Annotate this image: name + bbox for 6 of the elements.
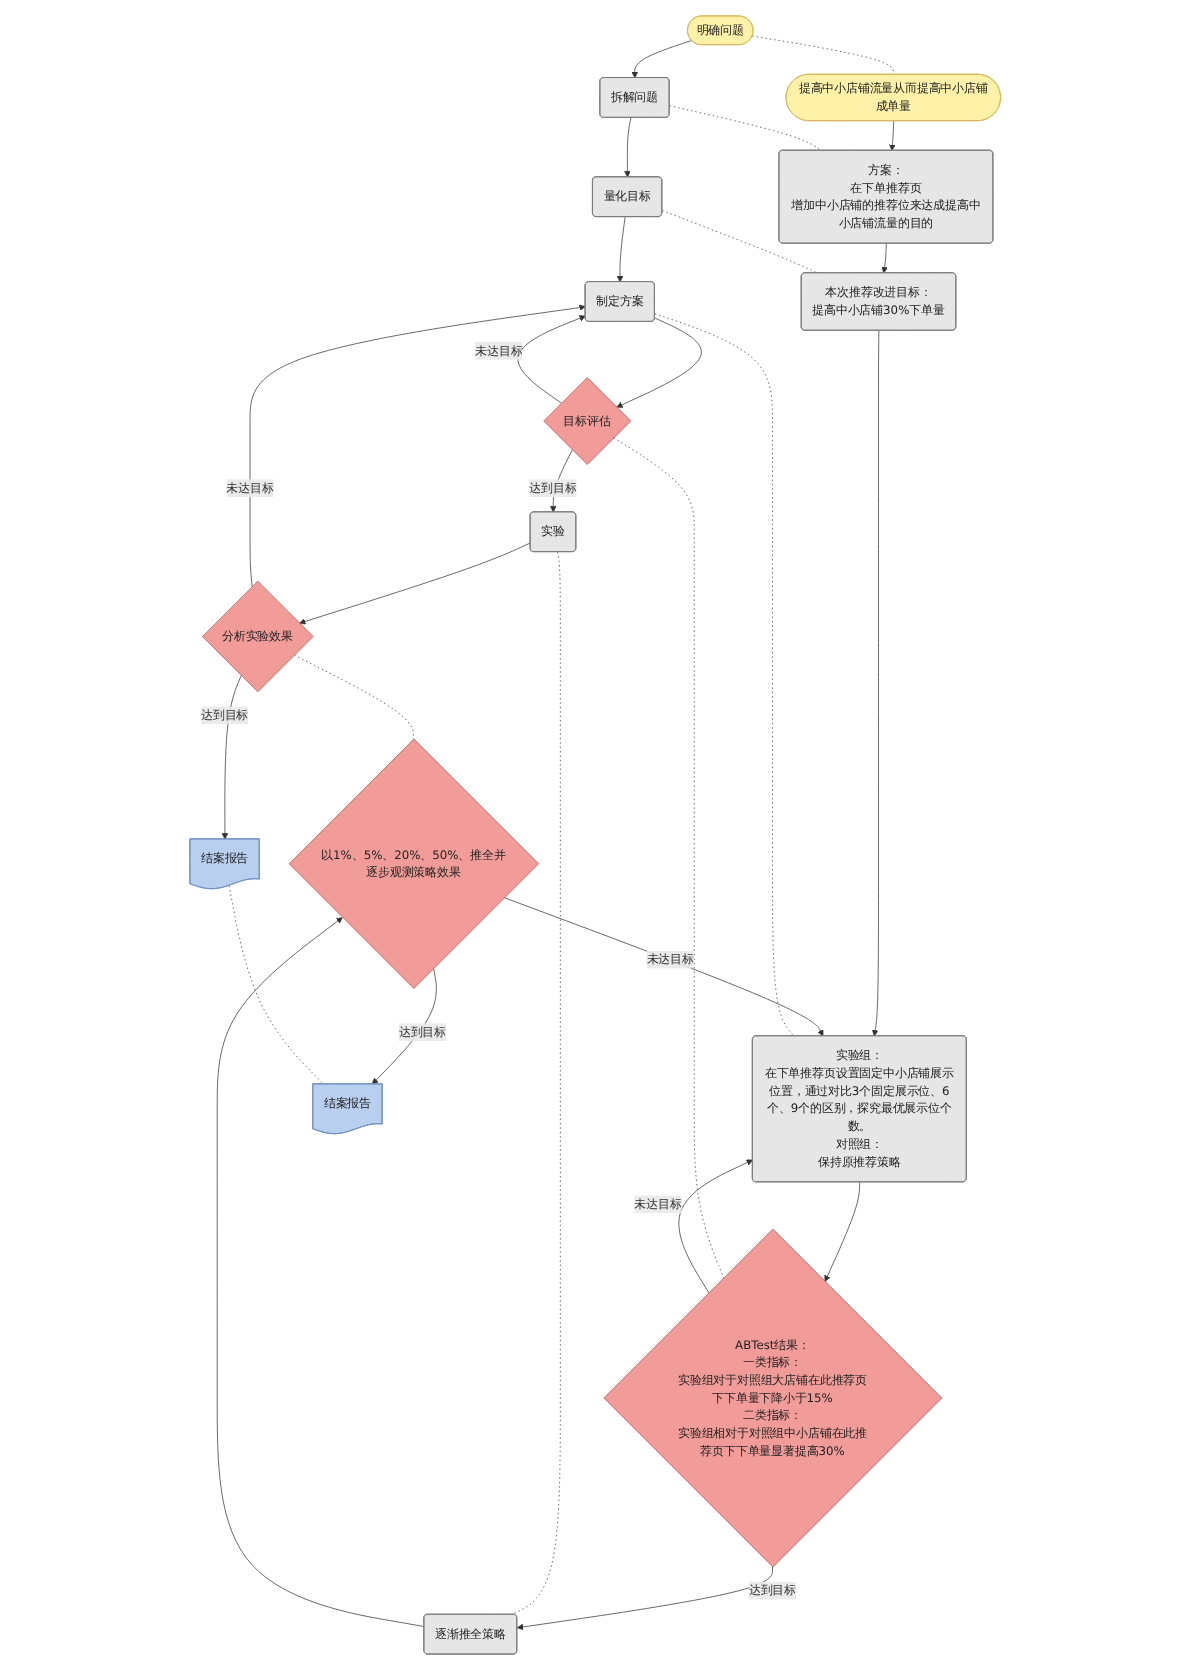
connector	[751, 35, 894, 75]
connector	[613, 437, 724, 1279]
connector	[668, 105, 822, 151]
connector	[293, 654, 414, 740]
connector	[654, 313, 795, 1037]
connector	[228, 885, 324, 1085]
